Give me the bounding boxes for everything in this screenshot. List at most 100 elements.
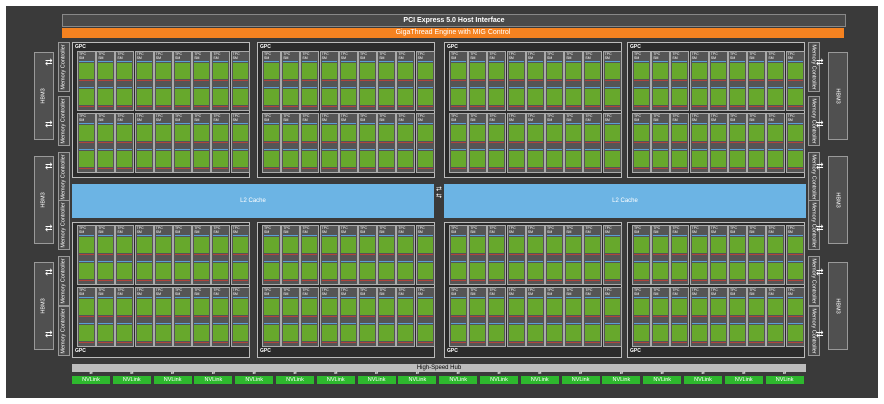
sm-l1-bar [585, 297, 601, 298]
sm-l1-bar [653, 61, 669, 62]
high-speed-hub: High-Speed Hub [72, 364, 806, 372]
sm-l1-bar [417, 297, 433, 298]
sm-tensor-strip [79, 316, 94, 317]
sm-tensor-strip [340, 142, 356, 143]
sm-core-array [283, 299, 299, 315]
sm-core-array [117, 63, 133, 79]
sm-tensor-strip [283, 342, 299, 343]
sm-tensor-strip [232, 168, 248, 169]
pcie-host-interface: PCI Express 5.0 Host Interface [62, 14, 846, 27]
sm-core-array [264, 89, 279, 105]
sm-tensor-strip [730, 316, 745, 317]
sm-l1-bar [379, 149, 395, 150]
tpc-label: TPC [155, 288, 163, 292]
sm-tensor-strip [653, 106, 669, 107]
sm-label: SM [585, 118, 591, 122]
sm-tensor-strip [730, 342, 745, 343]
sm-l1-bar [232, 61, 248, 62]
sm-core-array [417, 237, 433, 253]
sm-label: SM [451, 292, 457, 296]
sm-tensor-strip [283, 168, 299, 169]
sm-core-array [634, 299, 649, 315]
sm-tensor-strip [672, 142, 688, 143]
tpc-label: TPC [489, 114, 497, 118]
sm-l1-bar [379, 323, 395, 324]
tpc-label: TPC [340, 288, 348, 292]
sm-core-array [508, 299, 524, 315]
sm-l1-bar [213, 149, 229, 150]
sm-label: SM [175, 56, 181, 60]
tpc-label: TPC [213, 226, 221, 230]
memory-controller-right: Memory Controller [808, 96, 820, 146]
sm-l1-bar [232, 87, 248, 88]
sm-l1-bar [527, 123, 543, 124]
tpc-label: TPC [379, 52, 387, 56]
sm-label: SM [98, 292, 104, 296]
gpc-label: GPC [447, 44, 458, 50]
sm-core-array [79, 63, 94, 79]
sm-core-array [398, 263, 414, 279]
sm-core-array [302, 325, 318, 341]
sm-l1-bar [136, 87, 152, 88]
sm-tensor-strip [340, 280, 356, 281]
sm-l1-bar [508, 297, 524, 298]
sm-label: SM [98, 230, 104, 234]
tpc-label: TPC [730, 288, 737, 292]
sm-l1-bar [634, 235, 649, 236]
sm-tensor-strip [672, 106, 688, 107]
gpc-label: GPC [75, 348, 86, 354]
sm-l1-bar [768, 87, 784, 88]
sm-l1-bar [302, 297, 318, 298]
sm-tensor-strip [604, 316, 620, 317]
sm-core-array [98, 237, 114, 253]
sm-tensor-strip [79, 342, 94, 343]
sm-label: SM [232, 230, 238, 234]
tpc-label: TPC [604, 114, 612, 118]
sm-tensor-strip [585, 280, 601, 281]
sm-tensor-strip [302, 254, 318, 255]
sm-l1-bar [321, 123, 337, 124]
sm-core-array [379, 151, 395, 167]
sm-tensor-strip [749, 342, 765, 343]
sm-l1-bar [634, 61, 649, 62]
sm-l1-bar [604, 323, 620, 324]
sm-tensor-strip [175, 142, 190, 143]
sm-label: SM [321, 118, 327, 122]
sm-core-array [98, 63, 114, 79]
sm-tensor-strip [634, 280, 649, 281]
tpc-label: TPC [98, 114, 106, 118]
sm-l1-bar [194, 61, 210, 62]
sm-tensor-strip [175, 168, 190, 169]
tpc-label: TPC [417, 226, 425, 230]
sm-core-array [451, 325, 466, 341]
sm-tensor-strip [451, 280, 466, 281]
sm-l1-bar [691, 149, 707, 150]
sm-tensor-strip [787, 168, 803, 169]
memory-controller-label: Memory Controller [61, 308, 68, 354]
sm-core-array [730, 237, 745, 253]
sm-tensor-strip [749, 80, 765, 81]
tpc-label: TPC [691, 288, 699, 292]
nvlink-port: NVLink [480, 376, 518, 384]
hbm3-label: HBM3 [41, 88, 47, 104]
sm-core-array [283, 237, 299, 253]
sm-l1-bar [283, 149, 299, 150]
sm-tensor-strip [232, 106, 248, 107]
tpc-label: TPC [508, 114, 516, 118]
memory-link-arrow: ⇄ [45, 161, 53, 171]
sm-tensor-strip [749, 142, 765, 143]
tpc-label: TPC [768, 226, 776, 230]
sm-l1-bar [98, 235, 114, 236]
sm-l1-bar [136, 261, 152, 262]
sm-core-array [787, 299, 803, 315]
